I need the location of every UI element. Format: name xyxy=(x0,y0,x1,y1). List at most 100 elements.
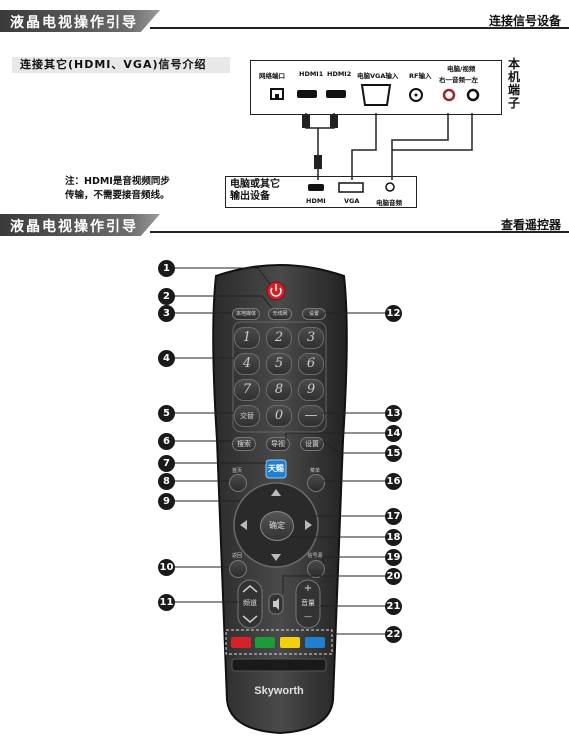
pc-label-audio: 电脑音频 xyxy=(376,199,402,207)
hdmi-plug-icon xyxy=(330,114,338,128)
volume-up-button[interactable]: + xyxy=(303,583,313,594)
pc-device-title: 电脑或其它 输出设备 xyxy=(230,179,290,203)
pc-port-icons xyxy=(308,182,395,193)
callout-1: 1 xyxy=(158,260,175,277)
source-button[interactable] xyxy=(307,560,325,578)
back-label: 返回 xyxy=(231,553,242,559)
digit-8-button[interactable]: 8 xyxy=(266,379,292,401)
callout-14: 14 xyxy=(385,425,402,442)
minus-button[interactable]: — xyxy=(298,405,324,427)
arrow-right-icon xyxy=(305,520,312,530)
volume-down-button[interactable]: — xyxy=(304,612,312,621)
callout-5: 5 xyxy=(158,405,175,422)
settings-button[interactable]: 设置 xyxy=(300,437,324,451)
arrow-up-icon xyxy=(271,489,281,496)
digit-pad-outline xyxy=(232,321,327,433)
callout-17: 17 xyxy=(385,508,402,525)
audio-right-port-icon xyxy=(442,88,456,102)
section-header-connect: 液晶电视操作引导 连接信号设备 xyxy=(0,10,569,32)
search-button[interactable]: 搜索 xyxy=(232,437,256,451)
settings-top-button[interactable]: 设置 xyxy=(302,308,326,320)
header-title: 液晶电视操作引导 xyxy=(10,15,138,31)
pc-audio-port-icon xyxy=(385,182,395,192)
audio-left-port-icon xyxy=(466,88,480,102)
callout-10: 10 xyxy=(158,559,175,576)
arrow-left-icon xyxy=(240,520,247,530)
back-button[interactable] xyxy=(229,560,247,578)
port-label-hdmi1: HDMI1 xyxy=(299,70,324,78)
note-line: 注：HDMI是音视频同步 xyxy=(65,176,170,187)
digit-1-button[interactable]: 1 xyxy=(234,327,260,349)
hdmi2-port-icon xyxy=(326,90,346,98)
callout-7: 7 xyxy=(158,455,175,472)
channel-label: 频道 xyxy=(243,599,257,607)
callout-8: 8 xyxy=(158,473,175,490)
wireless-button[interactable]: 无线网 xyxy=(268,308,292,320)
ok-button[interactable]: 确定 xyxy=(260,511,294,541)
pc-title-line: 电脑或其它 xyxy=(230,179,280,190)
side-char: 端 xyxy=(508,83,521,97)
power-icon xyxy=(270,287,282,297)
header-title-bar: 液晶电视操作引导 xyxy=(0,10,160,32)
digit-2-button[interactable]: 2 xyxy=(266,327,292,349)
digit-0-button[interactable]: 0 xyxy=(266,405,292,427)
callout-12: 12 xyxy=(385,305,402,322)
callout-9: 9 xyxy=(158,493,175,510)
callout-15: 15 xyxy=(385,445,402,462)
callout-3: 3 xyxy=(158,305,175,322)
section-header-remote: 液晶电视操作引导 查看遥控器 xyxy=(0,214,569,236)
pc-vga-port-icon xyxy=(338,182,364,193)
callout-21: 21 xyxy=(385,598,402,615)
vga-port-icon xyxy=(360,84,392,106)
header-rule xyxy=(150,27,569,29)
local-media-button[interactable]: 本地媒体 xyxy=(232,308,260,320)
pc-hdmi-port-icon xyxy=(308,184,324,191)
side-label-local-ports: 本 机 端 子 xyxy=(508,58,522,110)
home-button[interactable] xyxy=(229,474,247,492)
digit-9-button[interactable]: 9 xyxy=(298,379,324,401)
header-title: 液晶电视操作引导 xyxy=(10,219,138,235)
port-label-audio: 右一音频一左 xyxy=(439,76,478,84)
digit-3-button[interactable]: 3 xyxy=(298,327,324,349)
digit-6-button[interactable]: 6 xyxy=(298,353,324,375)
digit-7-button[interactable]: 7 xyxy=(234,379,260,401)
volume-rocker xyxy=(295,579,321,629)
callout-19: 19 xyxy=(385,549,402,566)
swap-button[interactable]: 交替 xyxy=(234,405,260,427)
port-label-vga: 电脑VGA输入 xyxy=(357,72,399,80)
digit-5-button[interactable]: 5 xyxy=(266,353,292,375)
callout-13: 13 xyxy=(385,405,402,422)
tianci-button[interactable]: 天赐 xyxy=(268,464,284,473)
blue-key xyxy=(305,637,325,648)
hdmi-plug-icon xyxy=(314,155,322,169)
volume-label: 音量 xyxy=(301,599,315,607)
callout-20: 20 xyxy=(385,568,402,585)
callout-2: 2 xyxy=(158,288,175,305)
header-right-label: 连接信号设备 xyxy=(488,14,561,28)
hdmi1-port-icon xyxy=(297,90,317,98)
section-subtitle: 连接其它(HDMI、VGA)信号介绍 xyxy=(12,57,230,73)
port-label-av: 电脑/视频 xyxy=(447,65,476,73)
menu-button[interactable] xyxy=(307,474,325,492)
connection-cables xyxy=(302,113,473,180)
port-icons xyxy=(270,84,480,106)
header-title-bar: 液晶电视操作引导 xyxy=(0,214,160,236)
menu-label: 菜单 xyxy=(309,468,320,474)
port-label-network: 网络端口 xyxy=(259,72,285,80)
mute-icon xyxy=(273,598,279,610)
digit-4-button[interactable]: 4 xyxy=(234,353,260,375)
red-key xyxy=(231,637,251,648)
tianci-button-bg xyxy=(265,459,287,479)
pc-device-box: 电脑或其它 输出设备 HDMI VGA 电脑音频 xyxy=(225,176,417,208)
port-label-rf: RF输入 xyxy=(409,72,432,80)
port-label-hdmi2: HDMI2 xyxy=(327,70,352,78)
network-port-pin-icon xyxy=(275,94,279,99)
green-key xyxy=(255,637,275,648)
guide-button[interactable]: 导视 xyxy=(266,437,290,451)
callout-22: 22 xyxy=(385,626,402,643)
channel-down-icon xyxy=(242,615,258,623)
callout-6: 6 xyxy=(158,433,175,450)
yellow-key xyxy=(280,637,300,648)
source-label: 信号源 xyxy=(307,553,323,559)
